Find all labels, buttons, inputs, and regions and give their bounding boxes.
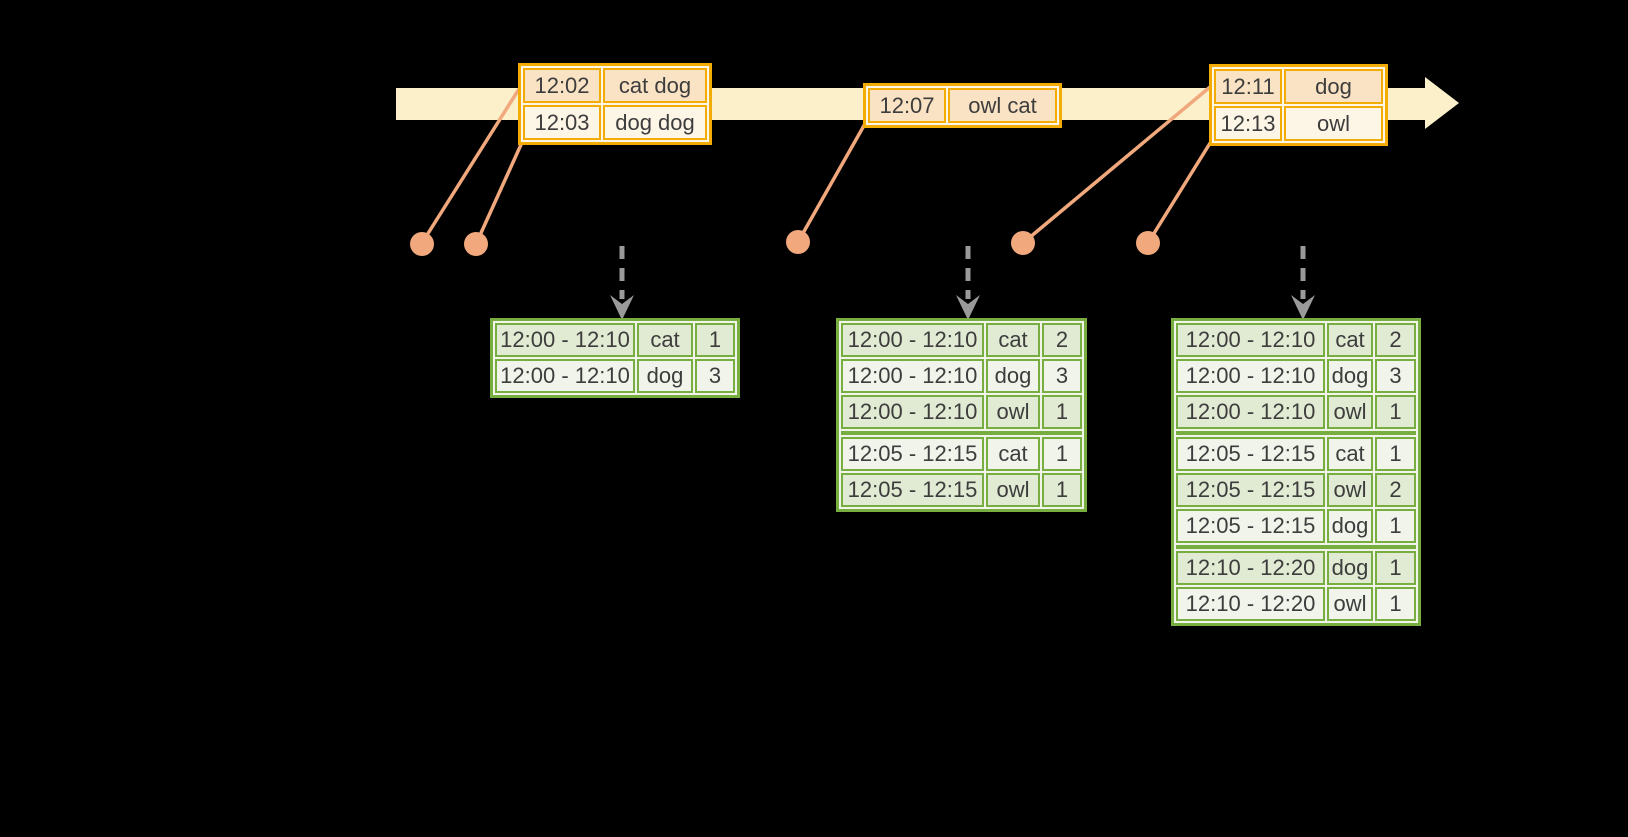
- result-word-cell: cat: [1327, 323, 1373, 357]
- result-group-divider: [841, 431, 1082, 435]
- result-count-cell: 1: [1375, 437, 1416, 471]
- trigger-arrowhead-icon: [956, 295, 980, 320]
- result-count-cell: 1: [1375, 395, 1416, 429]
- connector-line: [1146, 139, 1214, 244]
- result-count-cell: 3: [1375, 359, 1416, 393]
- result-group-divider: [1176, 431, 1416, 435]
- result-count-cell: 1: [695, 323, 735, 357]
- trigger-arrowhead-icon: [610, 295, 634, 320]
- connector-line: [1021, 85, 1212, 245]
- result-word-cell: dog: [1327, 509, 1373, 543]
- result-word-cell: owl: [1327, 395, 1373, 429]
- event-dot: [1011, 231, 1035, 255]
- result-window-cell: 12:05 - 12:15: [1176, 473, 1325, 507]
- result-word-cell: cat: [637, 323, 693, 357]
- result-window-cell: 12:00 - 12:10: [1176, 395, 1325, 429]
- event-dot: [786, 230, 810, 254]
- result-count-cell: 2: [1375, 323, 1416, 357]
- result-window-cell: 12:00 - 12:10: [1176, 323, 1325, 357]
- event-dot: [464, 232, 488, 256]
- result-word-cell: cat: [986, 323, 1040, 357]
- result-count-cell: 1: [1375, 587, 1416, 621]
- trigger-arrow: [956, 246, 980, 320]
- event-time-cell: 12:02: [523, 68, 601, 103]
- result-word-cell: dog: [986, 359, 1040, 393]
- result-word-cell: dog: [637, 359, 693, 393]
- connector-line: [796, 121, 868, 243]
- event-time-cell: 12:03: [523, 105, 601, 140]
- event-words-cell: cat dog: [603, 68, 707, 103]
- result-window-cell: 12:10 - 12:20: [1176, 551, 1325, 585]
- trigger-arrow: [610, 246, 634, 320]
- result-count-cell: 3: [695, 359, 735, 393]
- result-count-cell: 1: [1375, 509, 1416, 543]
- result-window-cell: 12:05 - 12:15: [1176, 437, 1325, 471]
- result-window-cell: 12:00 - 12:10: [1176, 359, 1325, 393]
- result-count-cell: 2: [1042, 323, 1082, 357]
- result-window-cell: 12:05 - 12:15: [841, 473, 984, 507]
- result-count-cell: 1: [1042, 437, 1082, 471]
- result-count-cell: 1: [1042, 395, 1082, 429]
- event-time-cell: 12:11: [1214, 69, 1282, 104]
- result-word-cell: owl: [986, 473, 1040, 507]
- result-word-cell: cat: [986, 437, 1040, 471]
- event-words-cell: owl: [1284, 106, 1383, 141]
- event-words-cell: dog: [1284, 69, 1383, 104]
- result-count-cell: 1: [1375, 551, 1416, 585]
- result-window-cell: 12:05 - 12:15: [1176, 509, 1325, 543]
- event-words-cell: dog dog: [603, 105, 707, 140]
- result-word-cell: dog: [1327, 551, 1373, 585]
- event-time-cell: 12:13: [1214, 106, 1282, 141]
- result-window-cell: 12:00 - 12:10: [841, 323, 984, 357]
- result-word-cell: owl: [1327, 473, 1373, 507]
- connector-line: [474, 137, 526, 245]
- result-word-cell: dog: [1327, 359, 1373, 393]
- timeline-arrowhead-icon: [1425, 77, 1459, 129]
- event-words-cell: owl cat: [948, 88, 1057, 123]
- result-window-cell: 12:00 - 12:10: [841, 395, 984, 429]
- result-word-cell: owl: [1327, 587, 1373, 621]
- connector-line: [420, 88, 521, 244]
- result-window-cell: 12:00 - 12:10: [495, 359, 635, 393]
- result-count-cell: 1: [1042, 473, 1082, 507]
- trigger-arrowhead-icon: [1291, 295, 1315, 320]
- result-window-cell: 12:00 - 12:10: [841, 359, 984, 393]
- result-window-cell: 12:00 - 12:10: [495, 323, 635, 357]
- result-word-cell: cat: [1327, 437, 1373, 471]
- result-count-cell: 2: [1375, 473, 1416, 507]
- result-group-divider: [1176, 545, 1416, 549]
- trigger-arrow: [1291, 246, 1315, 320]
- event-dot: [1136, 231, 1160, 255]
- event-time-cell: 12:07: [868, 88, 946, 123]
- result-word-cell: owl: [986, 395, 1040, 429]
- result-count-cell: 3: [1042, 359, 1082, 393]
- result-window-cell: 12:10 - 12:20: [1176, 587, 1325, 621]
- result-window-cell: 12:05 - 12:15: [841, 437, 984, 471]
- event-dot: [410, 232, 434, 256]
